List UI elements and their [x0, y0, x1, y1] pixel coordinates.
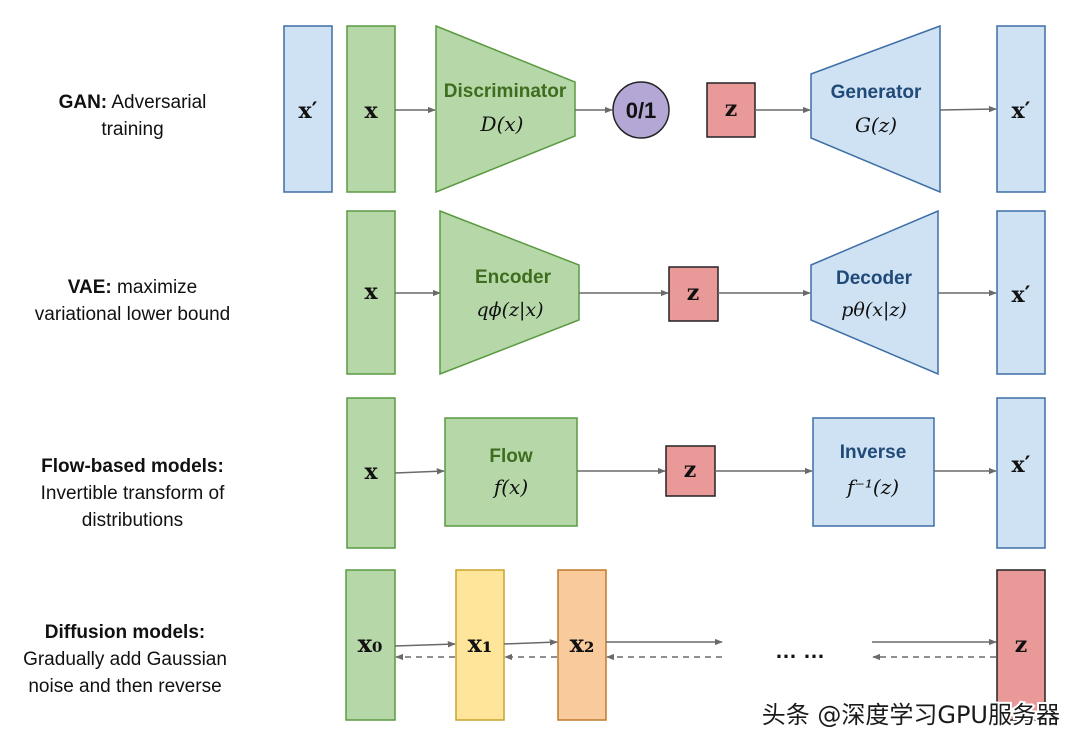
- gan-label: GAN: Adversarial training: [20, 89, 245, 143]
- diffusion-x1-box: [455, 569, 505, 721]
- diffusion-x2-box: [557, 569, 607, 721]
- diffusion-latent-box: [996, 569, 1046, 721]
- gan-output-circle: [612, 81, 670, 139]
- diffusion-ellipsis: … …: [775, 638, 825, 663]
- inverse-title: Inverse: [840, 442, 907, 463]
- discriminator-formula: D(x): [480, 112, 524, 136]
- vae-label-bold: VAE:: [67, 277, 112, 298]
- diffusion-forward-edge-0-1: [394, 641, 456, 648]
- gan-input-prime-text: x′: [299, 98, 318, 124]
- flow-title: Flow: [489, 446, 532, 467]
- flow-latent-text: z: [684, 457, 697, 483]
- inverse-formula: f⁻¹(z): [845, 475, 899, 499]
- vae-row: x Encoder qϕ(z|x) z Decoder pθ(x|z) x′: [346, 209, 1046, 376]
- diffusion-x1-text: x₁: [468, 629, 493, 658]
- flow-label-bold: Flow-based models:: [41, 456, 224, 477]
- diffusion-latent-text: z: [1015, 632, 1028, 658]
- flow-input-text: x: [364, 459, 378, 485]
- generator-shape: [810, 24, 941, 194]
- gan-input-box: [346, 25, 396, 193]
- gan-edge-generator-to-output: [939, 105, 997, 113]
- flow-label: Flow-based models: Invertible transform …: [10, 453, 255, 534]
- gan-latent-box: [706, 82, 756, 138]
- flow-box: [444, 417, 578, 527]
- flow-latent-box: [665, 445, 716, 497]
- vae-output-prime-box: [996, 210, 1046, 375]
- gan-output-prime-text: x′: [1012, 98, 1031, 124]
- flow-row: x Flow f(x) z Inverse f⁻¹(z) x′: [346, 397, 1046, 549]
- inverse-box: [812, 417, 935, 527]
- gan-latent-text: z: [725, 96, 738, 122]
- flow-input-box: [346, 397, 396, 549]
- flow-label-line3: distributions: [81, 510, 184, 531]
- flow-edge-input-to-flow: [394, 468, 445, 475]
- watermark-text: 头条 @深度学习GPU服务器: [762, 701, 1060, 729]
- gan-output-prime-box: [996, 25, 1046, 193]
- gan-row: x′ x Discriminator D(x) 0/1 z Generator …: [283, 24, 1046, 194]
- gan-label-bold: GAN:: [58, 92, 108, 113]
- encoder-title: Encoder: [475, 267, 552, 288]
- encoder-formula: qϕ(z|x): [476, 299, 543, 321]
- diffusion-x0-text: x₀: [358, 629, 383, 658]
- decoder-title: Decoder: [836, 268, 913, 289]
- vae-output-prime-text: x′: [1012, 282, 1031, 308]
- encoder-shape: [439, 209, 580, 376]
- discriminator-title: Discriminator: [444, 81, 567, 102]
- decoder-shape: [810, 209, 939, 376]
- gan-input-text: x: [364, 98, 378, 124]
- diffusion-x2-text: x₂: [570, 629, 595, 658]
- vae-latent-box: [668, 266, 719, 322]
- vae-label: VAE: maximize variational lower bound: [20, 274, 245, 328]
- flow-output-prime-text: x′: [1012, 452, 1031, 478]
- diffusion-forward-edge-1-2: [503, 639, 558, 646]
- discriminator-shape: [435, 24, 576, 194]
- diffusion-label-line3: noise and then reverse: [28, 676, 222, 697]
- diffusion-label: Diffusion models: Gradually add Gaussian…: [0, 619, 250, 700]
- generator-formula: G(z): [855, 113, 897, 137]
- vae-input-text: x: [364, 279, 378, 305]
- flow-label-line2: Invertible transform of: [40, 483, 225, 504]
- flow-formula: f(x): [492, 475, 528, 499]
- vae-label-line2: variational lower bound: [34, 304, 231, 325]
- diffusion-label-bold: Diffusion models:: [44, 622, 206, 643]
- vae-label-rest: maximize: [111, 277, 198, 298]
- decoder-formula: pθ(x|z): [841, 299, 907, 321]
- gan-input-prime-box: [283, 25, 333, 193]
- diffusion-label-line2: Gradually add Gaussian: [23, 649, 227, 670]
- gan-output-text: 0/1: [626, 98, 657, 123]
- gan-label-rest: Adversarial: [107, 92, 207, 113]
- generator-title: Generator: [831, 82, 922, 103]
- diffusion-row: x₀ x₁ x₂ … … z: [345, 569, 1046, 721]
- diffusion-x0-box: [345, 569, 396, 721]
- flow-output-prime-box: [996, 397, 1046, 549]
- vae-latent-text: z: [687, 280, 700, 306]
- gan-label-line2: training: [101, 119, 164, 140]
